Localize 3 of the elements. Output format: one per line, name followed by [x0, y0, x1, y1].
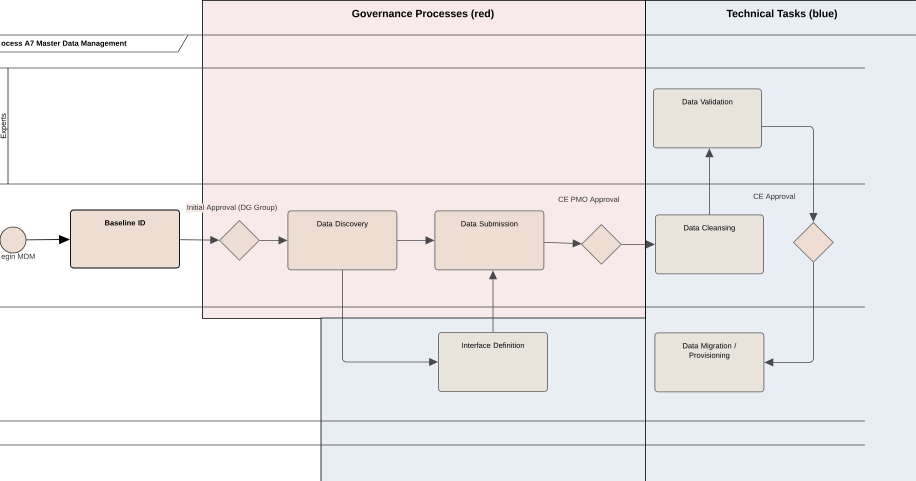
gateway-diamond	[219, 220, 260, 261]
gateway-diamond	[793, 222, 834, 263]
gateway-diamond	[581, 224, 622, 265]
